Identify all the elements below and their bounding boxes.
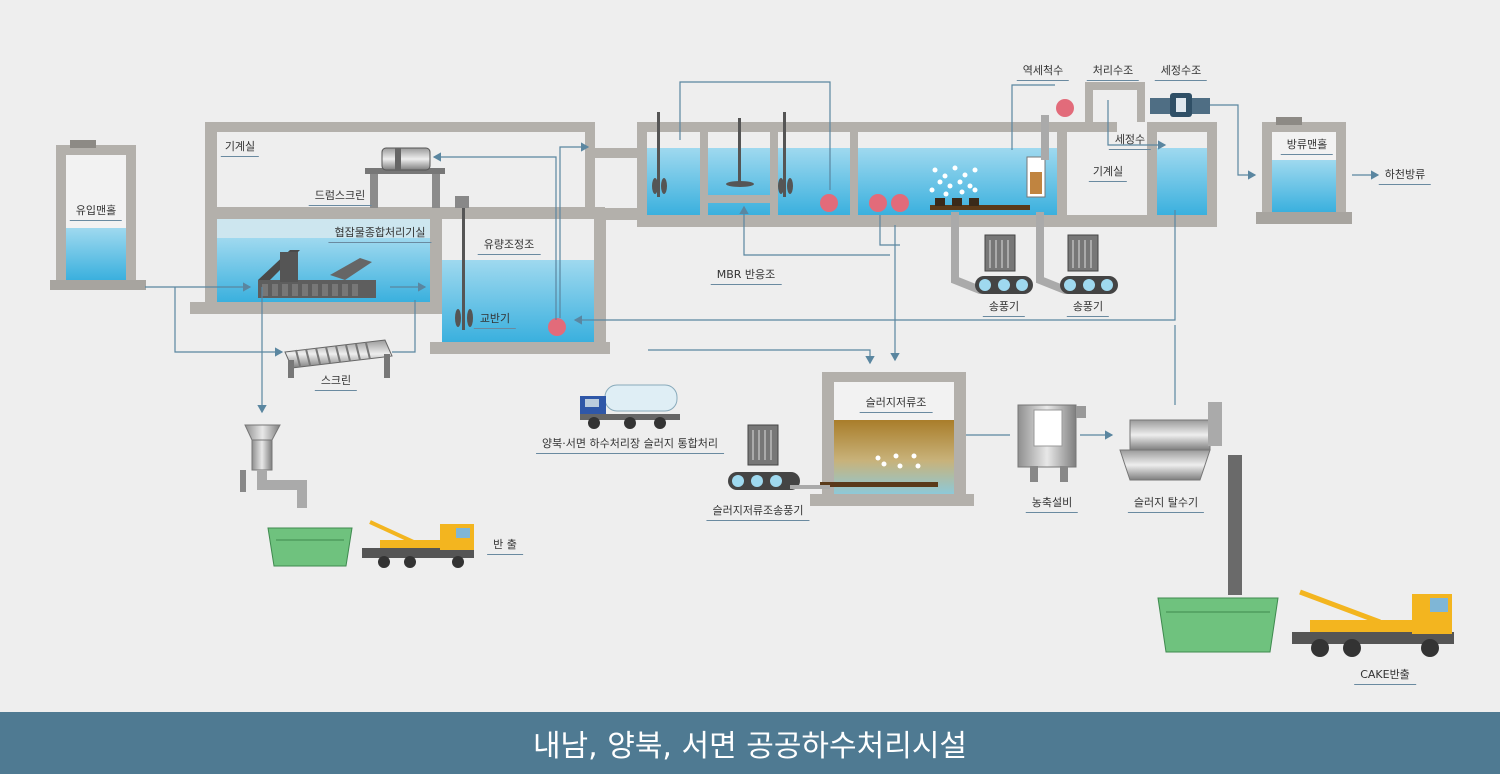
process-diagram [50,81,1454,657]
container-left [267,527,353,567]
mbr-pumps [820,99,1074,212]
discharge-manhole [1256,117,1352,224]
label-combined-unit-room: 협잡물종합처리기실 [328,226,432,243]
label-treated-water-tank: 처리수조 [1086,64,1140,81]
tank-truck [580,384,680,429]
mbr-basin [637,82,1217,227]
label-discharge-manhole: 방류맨홀 [1280,138,1334,155]
label-machine-room-1: 기계실 [220,140,260,157]
flow-lines [145,81,1380,440]
pretreatment-building [190,122,639,354]
label-screen: 스크린 [314,374,358,391]
mbr-mixers [652,112,793,197]
label-backwash-water: 역세척수 [1016,64,1070,81]
label-drum-screen: 드럼스크린 [308,189,372,206]
blower-unit-1 [975,234,1033,294]
inflow-manhole [50,140,146,290]
label-integrated-sludge: 양북·서면 하수처리장 슬러지 통합처리 [536,437,724,454]
container-right [1157,597,1279,653]
label-sludge-blower: 슬러지저류조송풍기 [706,504,810,521]
sludge-blower-unit [728,424,830,490]
label-blower-2: 송풍기 [1066,300,1110,317]
truck-left [362,520,474,568]
flowmeter [1150,93,1210,117]
screenings-hopper [240,424,307,508]
label-cleaning-tank: 세정수조 [1154,64,1208,81]
label-cake-out: CAKE반출 [1354,668,1416,685]
title-banner: 내남, 양북, 서면 공공하수처리시설 [0,712,1500,774]
membrane-module [1026,156,1046,198]
page-title: 내남, 양북, 서면 공공하수처리시설 [532,729,968,764]
label-cleaning-water: 세정수 [1108,133,1152,150]
label-carry-out: 반 출 [487,538,523,555]
label-sludge-storage: 슬러지저류조 [859,396,933,413]
equalization-pump [548,318,566,336]
label-dewatering: 슬러지 탈수기 [1127,496,1205,513]
label-inflow-manhole: 유입맨홀 [69,204,123,221]
thickener-unit [1017,404,1086,482]
label-blower-1: 송풍기 [982,300,1026,317]
aeration-bubbles [929,165,978,197]
label-machine-room-2: 기계실 [1088,165,1128,182]
label-mbr-reactor: MBR 반응조 [710,268,782,285]
label-thickener: 농축설비 [1025,496,1079,513]
diffuser-pipe [930,198,1030,210]
dewatering-unit [1119,402,1242,595]
sludge-storage-tank [810,372,974,506]
combined-treatment-machine [258,250,376,298]
screw-screen [284,339,393,378]
truck-right [1292,589,1454,657]
label-flow-equalization: 유량조정조 [477,238,541,255]
drum-screen-unit [365,147,445,208]
agitator [455,196,473,330]
blower-unit-2 [1060,234,1118,294]
label-agitator: 교반기 [473,312,517,329]
label-river-discharge: 하천방류 [1378,168,1432,185]
